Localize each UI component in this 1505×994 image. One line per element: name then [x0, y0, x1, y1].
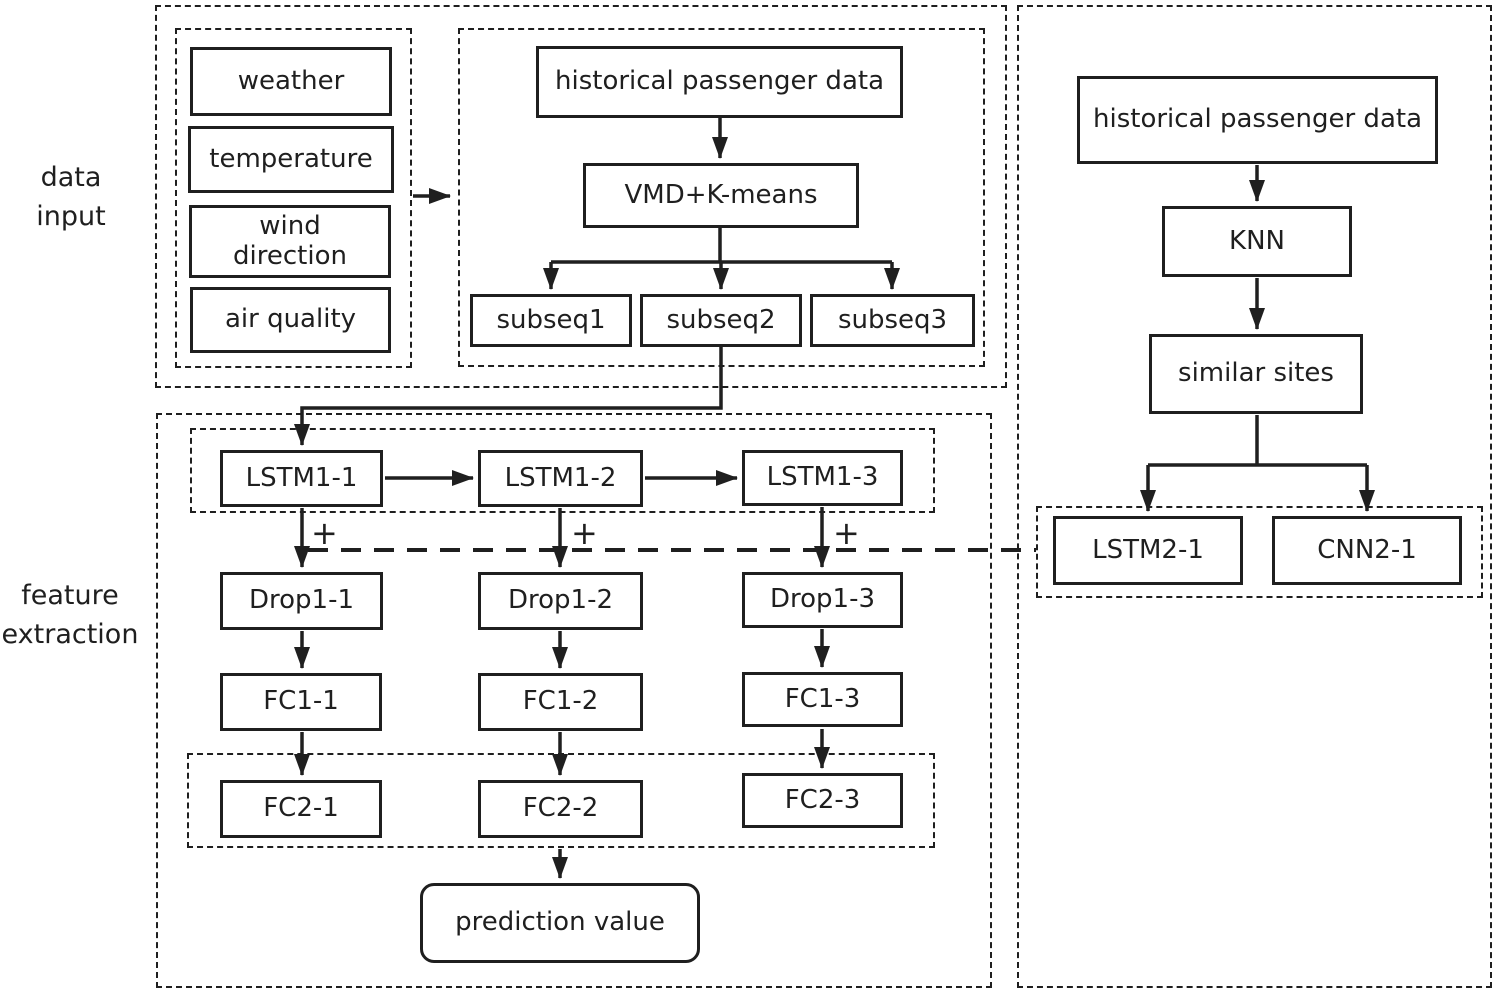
node-drop1-3: Drop1-3 [742, 572, 903, 628]
node-drop1-1: Drop1-1 [220, 572, 383, 630]
plus-sign-2: + [571, 514, 598, 552]
node-lstm1-2: LSTM1-2 [478, 450, 643, 507]
node-fc2-1: FC2-1 [220, 780, 382, 838]
data-input-label: data input [15, 158, 127, 236]
vmd-distributor-line [551, 228, 892, 264]
plus-sign-1: + [311, 514, 338, 552]
node-subseq3: subseq3 [810, 294, 975, 347]
feature-extraction-label-line1: feature [21, 580, 119, 611]
feature-extraction-label: feature extraction [0, 576, 140, 654]
feature-extraction-frame [156, 413, 992, 988]
node-similar-sites: similar sites [1149, 334, 1363, 414]
node-weather: weather [190, 47, 392, 116]
feature-extraction-label-line2: extraction [1, 619, 139, 651]
node-drop1-2: Drop1-2 [478, 572, 643, 630]
node-air-quality: air quality [190, 287, 391, 353]
data-input-outer-frame [155, 5, 1007, 388]
node-subseq2: subseq2 [640, 294, 802, 347]
node-cnn2-1: CNN2-1 [1272, 516, 1462, 585]
node-subseq1: subseq1 [470, 294, 632, 347]
node-lstm1-3: LSTM1-3 [742, 450, 903, 506]
node-fc1-1: FC1-1 [220, 673, 382, 731]
input-variables-frame [175, 28, 412, 368]
node-prediction-value: prediction value [420, 883, 700, 963]
node-knn: KNN [1162, 206, 1352, 277]
node-vmd-kmeans: VMD+K-means [583, 163, 859, 228]
node-fc2-3: FC2-3 [742, 773, 903, 828]
lstm2-cnn2-frame [1036, 506, 1483, 598]
node-lstm1-1: LSTM1-1 [220, 450, 383, 507]
node-historical-passenger-data-1: historical passenger data [536, 46, 903, 118]
node-wind-direction: wind direction [189, 205, 391, 278]
similar-sites-outer-frame [1017, 5, 1492, 988]
node-fc1-3: FC1-3 [742, 672, 903, 727]
data-input-label-line2: input [36, 201, 106, 233]
node-lstm2-1: LSTM2-1 [1053, 516, 1243, 585]
node-fc1-2: FC1-2 [478, 673, 643, 731]
node-temperature: temperature [188, 126, 394, 193]
node-fc2-2: FC2-2 [478, 780, 643, 838]
lstm-row-frame [190, 428, 935, 513]
node-historical-passenger-data-2: historical passenger data [1077, 76, 1438, 164]
arrow-subseq-to-lstm11 [294, 347, 723, 446]
data-input-label-line1: data [40, 162, 102, 193]
plus-sign-3: + [833, 514, 860, 552]
similar-distributor-line [1148, 415, 1367, 467]
